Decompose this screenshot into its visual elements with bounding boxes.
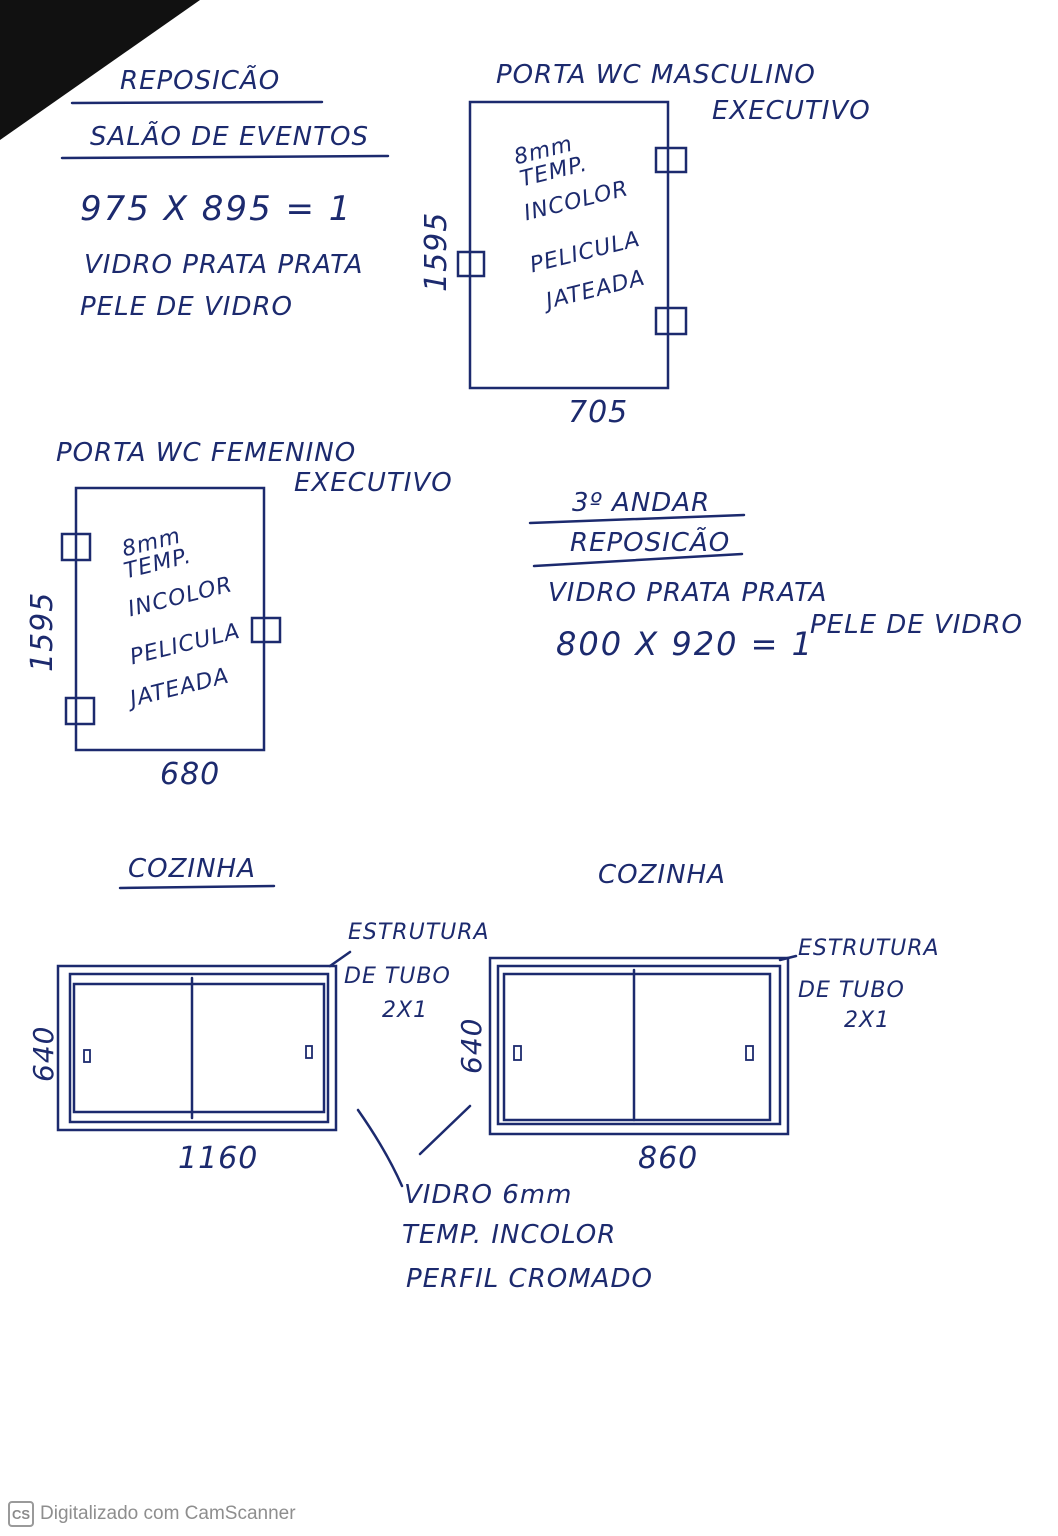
structure-left-line-3: 2X1 [382,998,429,1023]
subtitle-wc-masculino: EXECUTIVO [712,96,871,126]
window-left-lock-2 [305,1045,313,1059]
underline-reposicao [70,100,324,105]
camscanner-logo-icon: CS [8,1501,34,1527]
underline-3-andar [528,513,746,525]
door-masculino-handle [456,250,486,278]
note-vidro-6mm: VIDRO 6mm [404,1180,573,1210]
window-left-inner [72,982,326,1114]
door-feminino-handle [250,616,282,644]
structure-right-line-3: 2X1 [844,1008,891,1033]
door-feminino-hinge-bottom [64,696,96,726]
title-reposicao-2: REPOSICÃO [570,528,731,558]
height-cozinha-right: 640 [455,1017,488,1074]
structure-left-line-1: ESTRUTURA [348,920,490,945]
window-right-outer [488,956,790,1136]
type-3-andar: PELE DE VIDRO [810,610,1024,640]
type-salao: PELE DE VIDRO [80,292,294,322]
window-left-outer [56,964,338,1132]
door-feminino-hinge-top [60,532,92,562]
height-masculino: 1595 [419,211,454,292]
underline-salao [60,154,390,160]
window-right-frame [496,964,782,1126]
structure-right-line-1: ESTRUTURA [798,936,940,961]
door-masculino-frame [468,100,670,390]
scan-corner-shadow [0,0,200,140]
location-salao: SALÃO DE EVENTOS [90,122,369,152]
dimensions-3-andar: 800 X 920 = 1 [556,625,814,663]
door-masculino-hinge-top [654,146,688,174]
note-temp-incolor: TEMP. INCOLOR [402,1220,617,1250]
window-right-lock-1 [513,1045,522,1061]
glass-salao: VIDRO PRATA PRATA [84,250,364,280]
camscanner-text: Digitalizado com CamScanner [40,1503,296,1524]
underline-cozinha-left [118,884,276,890]
dimensions-salao: 975 X 895 = 1 [80,189,353,229]
leader-estrutura-left [328,950,352,968]
window-right-inner [502,972,772,1122]
glass-3-andar: VIDRO PRATA PRATA [548,578,828,608]
title-wc-masculino: PORTA WC MASCULINO [496,60,816,90]
leader-vidro-left [356,1108,404,1188]
window-left-lock-1 [83,1049,91,1063]
window-right-lock-2 [745,1045,754,1061]
title-reposicao: REPOSICÃO [120,66,281,96]
leader-vidro-right [418,1104,472,1156]
width-feminino: 680 [160,757,221,792]
height-cozinha-left: 640 [27,1025,60,1082]
leader-estrutura-right [778,954,798,962]
width-cozinha-right: 860 [638,1141,699,1176]
structure-left-line-2: DE TUBO [344,964,451,989]
floor-3-andar: 3º ANDAR [572,488,711,518]
title-wc-feminino: PORTA WC FEMENINO [56,438,357,468]
underline-reposicao-2 [532,552,744,568]
structure-right-line-2: DE TUBO [798,978,905,1003]
note-perfil-cromado: PERFIL CROMADO [406,1264,653,1294]
subtitle-wc-feminino: EXECUTIVO [294,468,453,498]
title-cozinha-left: COZINHA [128,854,256,884]
window-left-frame [68,972,330,1124]
title-cozinha-right: COZINHA [598,860,726,890]
camscanner-footer: CS Digitalizado com CamScanner [8,1501,296,1527]
width-cozinha-left: 1160 [178,1141,259,1176]
door-masculino-hinge-bottom [654,306,688,336]
height-feminino: 1595 [25,591,60,672]
width-masculino: 705 [568,395,629,430]
